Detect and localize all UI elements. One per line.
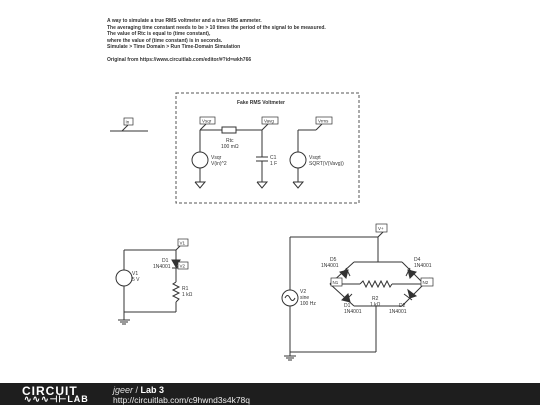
note-line: The averaging time constant needs to be … <box>107 24 326 31</box>
d4-diode[interactable] <box>405 267 417 279</box>
d2-bridge-name: D2 <box>399 303 406 309</box>
r2-resistor[interactable] <box>359 279 393 289</box>
in-node-label: In <box>126 120 130 125</box>
footer-username[interactable]: jgeer <box>113 385 134 395</box>
note-line: The value of Rtc is equal to (time const… <box>107 31 211 38</box>
rtc-name: Rtc <box>226 138 234 144</box>
v1-source-value: 5 V <box>132 277 140 283</box>
d1-bridge-diode[interactable] <box>341 293 353 303</box>
note-line: where the value of (time constant) is in… <box>107 37 223 44</box>
c1-name: C1 <box>270 155 277 161</box>
circuitlab-logo[interactable]: CIRCUIT ∿∿∿⊣⊢LAB <box>22 383 94 405</box>
d4-part: 1N4001 <box>414 263 432 269</box>
r2-value: 1 kΩ <box>370 302 381 308</box>
logo-text-bottom: ∿∿∿⊣⊢LAB <box>24 394 89 405</box>
v2-node-label: V2 <box>180 264 186 269</box>
d5-diode[interactable] <box>339 267 351 279</box>
footer-bar: CIRCUIT ∿∿∿⊣⊢LAB jgeer / Lab 3 http://ci… <box>0 383 540 405</box>
logo-wave-icon: ∿∿∿⊣⊢ <box>24 394 68 404</box>
in-node-label-box <box>123 117 134 126</box>
vavg-node-label-box <box>261 116 279 125</box>
c1-value: 1 F <box>270 161 277 167</box>
d5-part: 1N4001 <box>321 263 339 269</box>
logo-text-lab: LAB <box>67 394 89 404</box>
r1-name: R1 <box>182 286 189 292</box>
n1-node-label: N1 <box>333 280 339 285</box>
logo-text-top: CIRCUIT <box>22 384 78 398</box>
description-notes: A way to simulate a true RMS voltmeter a… <box>107 18 326 64</box>
c1-capacitor[interactable] <box>256 123 269 189</box>
v2-node-label-box <box>177 261 189 270</box>
d1-name: D1 <box>162 258 169 264</box>
circuit1-wires <box>118 243 183 325</box>
v2-source-freq: 100 Hz <box>300 301 316 307</box>
v2-source-type: sine <box>300 295 309 301</box>
vplus-node-label-box <box>375 223 388 233</box>
d2-bridge-diode[interactable] <box>403 288 418 301</box>
r2-name: R2 <box>372 296 379 302</box>
v1-source[interactable] <box>115 269 133 287</box>
in-node-probe[interactable] <box>110 124 148 132</box>
footer-separator: / <box>133 385 141 395</box>
d4-name: D4 <box>414 257 421 263</box>
vplus-node-label: V+ <box>378 226 384 231</box>
r1-value: 1 kΩ <box>182 292 193 298</box>
footer-circuit-title[interactable]: Lab 3 <box>140 385 165 395</box>
rtc-value: 100 mΩ <box>221 144 239 150</box>
vsqrt-source-expr: SQRT(V(Vavg)) <box>309 161 344 167</box>
d2-bridge-part: 1N4001 <box>389 309 407 315</box>
schematic-canvas[interactable]: In Vsqr Vavg Vrms V1 V2 V+ N1 N2 Fake RM… <box>0 0 540 383</box>
rtc-resistor[interactable] <box>221 126 262 134</box>
vrms-node-label-box <box>315 116 333 125</box>
d1-bridge-name: D1 <box>344 303 351 309</box>
v1-node-label: V1 <box>180 241 186 246</box>
vavg-node-label: Vavg <box>264 119 274 124</box>
v2-sine-source[interactable] <box>281 289 299 307</box>
note-line: Simulate > Time Domain > Run Time-Domain… <box>107 44 241 51</box>
d1-part: 1N4001 <box>153 264 171 270</box>
note-line: Original from https://www.circuitlab.com… <box>107 56 252 63</box>
d1-bridge-part: 1N4001 <box>344 309 362 315</box>
n2-node-label-box <box>420 277 434 287</box>
vsqr-node-label: Vsqr <box>202 119 212 124</box>
d5-name: D5 <box>330 257 337 263</box>
n1-node-label-box <box>330 277 343 287</box>
vsqr-source-expr: V(in)^2 <box>211 161 227 167</box>
n2-node-label: N2 <box>423 280 429 285</box>
vsqrt-source-name: Vsqrt <box>309 155 321 161</box>
vsqrt-source[interactable] <box>289 123 323 189</box>
rms-voltmeter-box <box>175 92 360 204</box>
r1-resistor[interactable] <box>171 281 181 303</box>
vrms-node-label: Vrms <box>318 119 329 124</box>
vsqr-source-name: Vsqr <box>211 155 222 161</box>
footer-url[interactable]: http://circuitlab.com/c9hwnd3s4k78q <box>113 395 251 405</box>
v1-node-label-box <box>177 238 189 247</box>
node-labels: In Vsqr Vavg Vrms V1 V2 V+ N1 N2 <box>123 116 434 287</box>
vsqr-node-label-box <box>199 116 216 125</box>
vsqr-source[interactable] <box>191 123 222 189</box>
v1-source-name: V1 <box>132 271 138 277</box>
v2-source-name: V2 <box>300 289 306 295</box>
footer-title: jgeer / Lab 3 <box>113 385 164 395</box>
rms-box-title: Fake RMS Voltmeter <box>237 100 285 106</box>
note-line: A way to simulate a true RMS voltmeter a… <box>107 18 262 24</box>
